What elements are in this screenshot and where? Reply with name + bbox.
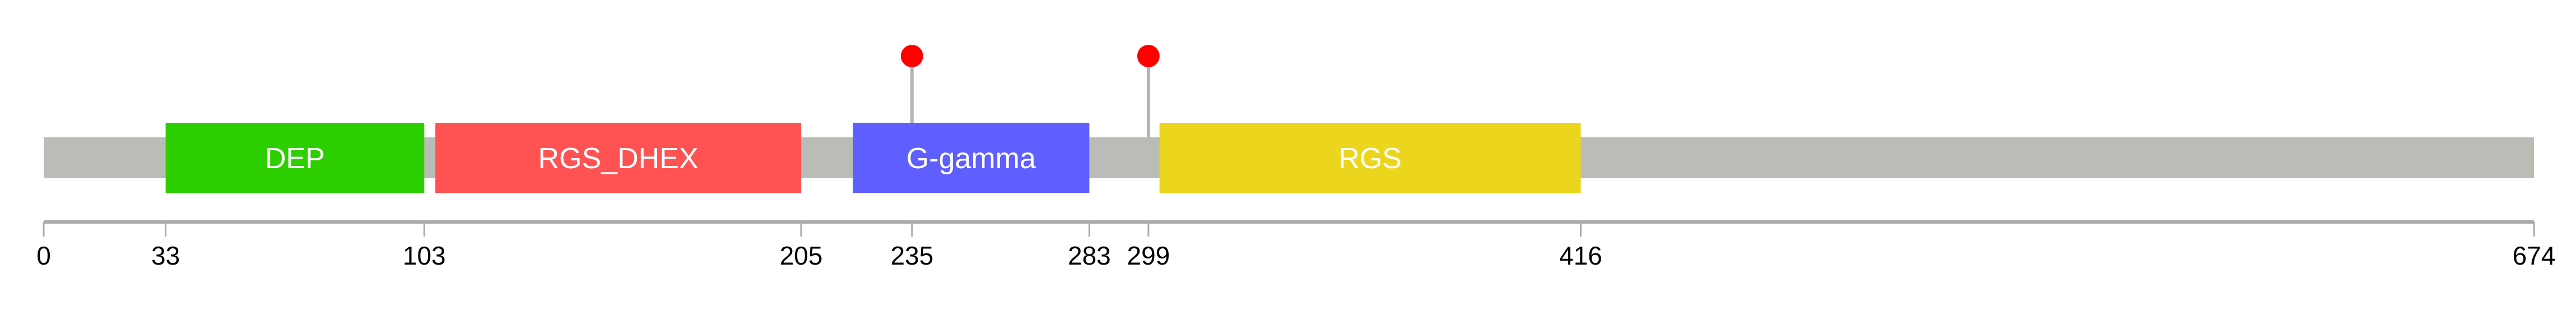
tick-label: 103 xyxy=(403,241,446,270)
domain-dep[interactable]: DEP xyxy=(165,123,425,193)
tick-label: 299 xyxy=(1127,241,1170,270)
domain-label: G-gamma xyxy=(906,142,1036,175)
mutation-marker[interactable] xyxy=(1137,45,1160,67)
domain-label: RGS xyxy=(1338,142,1402,175)
tick-label: 0 xyxy=(36,241,51,270)
domain-label: RGS_DHEX xyxy=(538,142,698,175)
domain-rgs[interactable]: RGS xyxy=(1159,123,1581,193)
mutation-marker[interactable] xyxy=(900,45,923,67)
tick-label: 416 xyxy=(1559,241,1602,270)
tick-label: 674 xyxy=(2513,241,2556,270)
domain-box xyxy=(853,123,1090,193)
domain-box xyxy=(1159,123,1581,193)
tick-label: 33 xyxy=(151,241,180,270)
domain-label: DEP xyxy=(265,142,325,175)
tick-label: 205 xyxy=(780,241,823,270)
domain-g-gamma[interactable]: G-gamma xyxy=(853,123,1090,193)
tick-label: 235 xyxy=(890,241,933,270)
domain-box xyxy=(435,123,801,193)
domain-box xyxy=(165,123,425,193)
domain-rgs-dhex[interactable]: RGS_DHEX xyxy=(435,123,801,193)
tick-label: 283 xyxy=(1068,241,1111,270)
